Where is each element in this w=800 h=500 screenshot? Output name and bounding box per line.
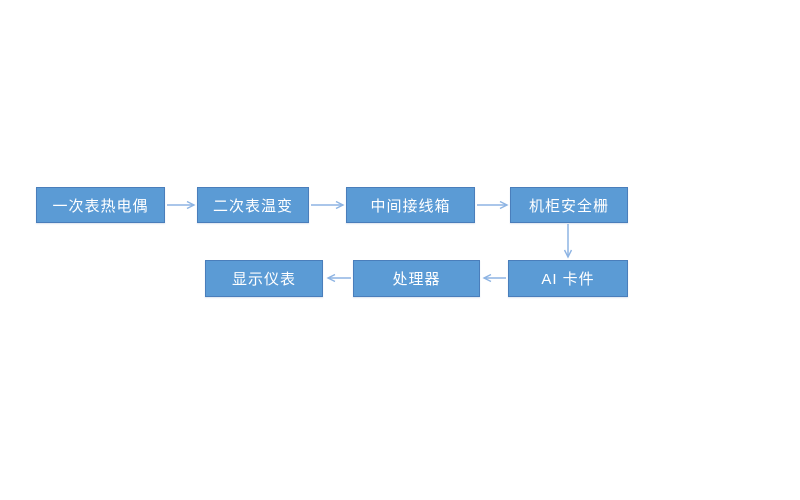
node-cabinet-safety-barrier: 机柜安全栅 — [510, 187, 628, 223]
node-ai-card: AI 卡件 — [508, 260, 628, 297]
node-processor: 处理器 — [353, 260, 480, 297]
node-primary-thermocouple: 一次表热电偶 — [36, 187, 165, 223]
node-intermediate-junction-box: 中间接线箱 — [346, 187, 475, 223]
node-display-instrument: 显示仪表 — [205, 260, 323, 297]
node-secondary-temp-transmitter: 二次表温变 — [197, 187, 309, 223]
